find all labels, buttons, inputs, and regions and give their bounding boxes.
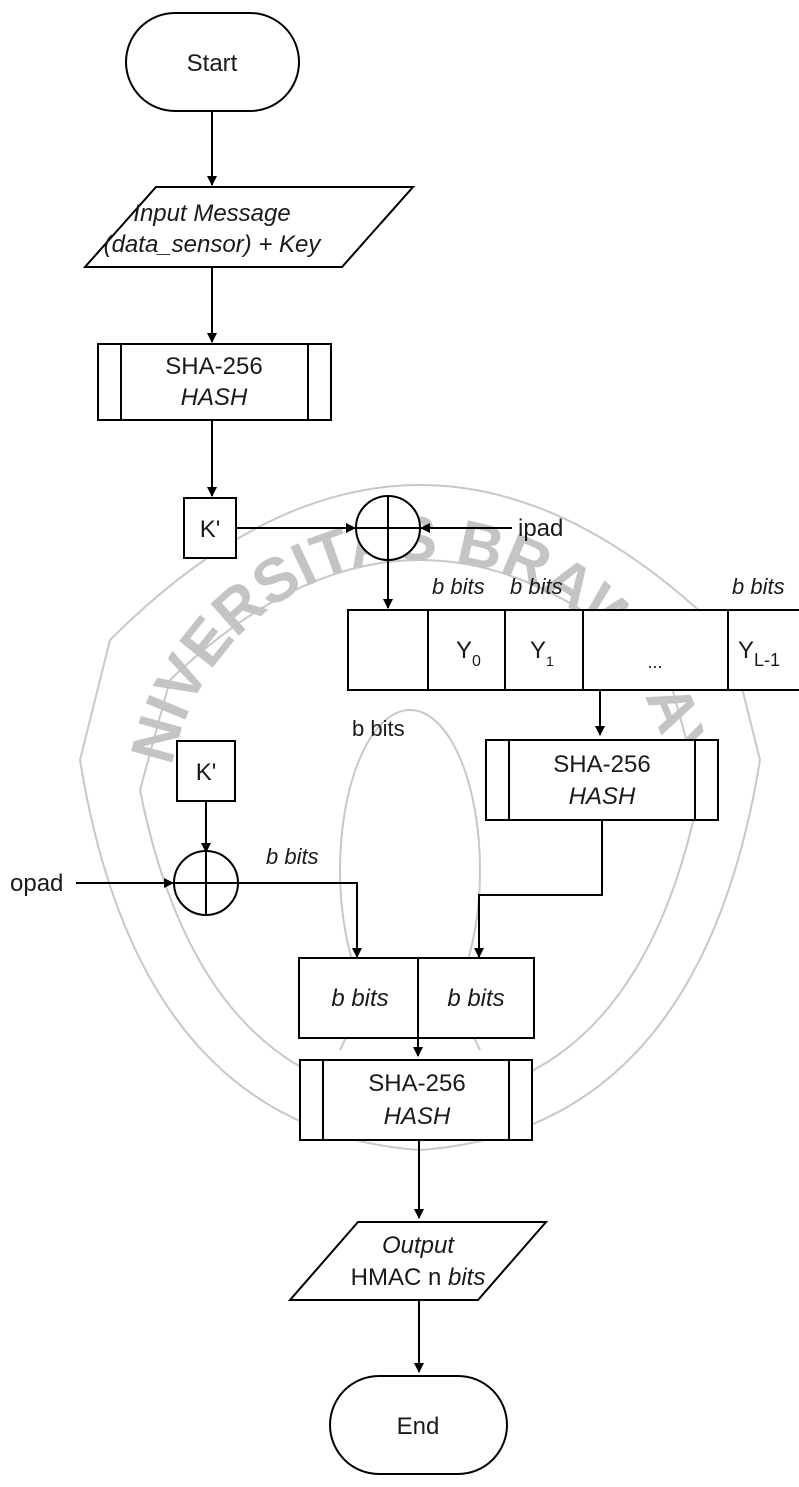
start-terminal: Start bbox=[126, 13, 299, 111]
bbits-mid-label: b bits bbox=[352, 716, 405, 741]
concatenation-block: b bits b bits bbox=[299, 958, 534, 1038]
bbits-left-label: b bits bbox=[266, 844, 319, 869]
sha1-line2: HASH bbox=[181, 384, 248, 411]
block-header-2: b bits bbox=[510, 574, 563, 599]
start-label: Start bbox=[187, 50, 238, 77]
sha3-line2: HASH bbox=[384, 1103, 451, 1130]
input-line1: Input Message bbox=[133, 200, 290, 227]
xor-operator-2 bbox=[174, 851, 238, 915]
opad-label: opad bbox=[10, 870, 63, 897]
block-header-3: b bits bbox=[732, 574, 785, 599]
sha256-process-1: SHA-256 HASH bbox=[98, 344, 331, 420]
sha2-line1: SHA-256 bbox=[553, 751, 650, 778]
output-line2: HMAC n bits bbox=[351, 1264, 486, 1291]
end-terminal: End bbox=[330, 1376, 507, 1474]
block-ellipsis: ... bbox=[647, 652, 662, 672]
padded-key-block-row: Y0 Y1 ... YL-1 bbox=[348, 610, 799, 690]
k2-label: K' bbox=[196, 759, 217, 786]
output-line1: Output bbox=[382, 1232, 455, 1259]
sha2-line2: HASH bbox=[569, 783, 636, 810]
end-label: End bbox=[397, 1413, 440, 1440]
concat-right: b bits bbox=[447, 985, 504, 1012]
k1-label: K' bbox=[200, 516, 221, 543]
concat-left: b bits bbox=[331, 985, 388, 1012]
input-line2: (data_sensor) + Key bbox=[104, 231, 323, 258]
xor-operator-1 bbox=[356, 496, 420, 560]
ipad-label: ipad bbox=[518, 515, 563, 542]
sha256-process-2: SHA-256 HASH bbox=[486, 740, 718, 820]
sha1-line1: SHA-256 bbox=[165, 353, 262, 380]
key-box-2: K' bbox=[177, 741, 235, 801]
block-header-1: b bits bbox=[432, 574, 485, 599]
key-box-1: K' bbox=[184, 498, 236, 558]
input-parallelogram: Input Message (data_sensor) + Key bbox=[85, 187, 413, 267]
sha3-line1: SHA-256 bbox=[368, 1070, 465, 1097]
sha256-process-3: SHA-256 HASH bbox=[300, 1060, 532, 1140]
output-parallelogram: Output HMAC n bits bbox=[290, 1222, 546, 1300]
